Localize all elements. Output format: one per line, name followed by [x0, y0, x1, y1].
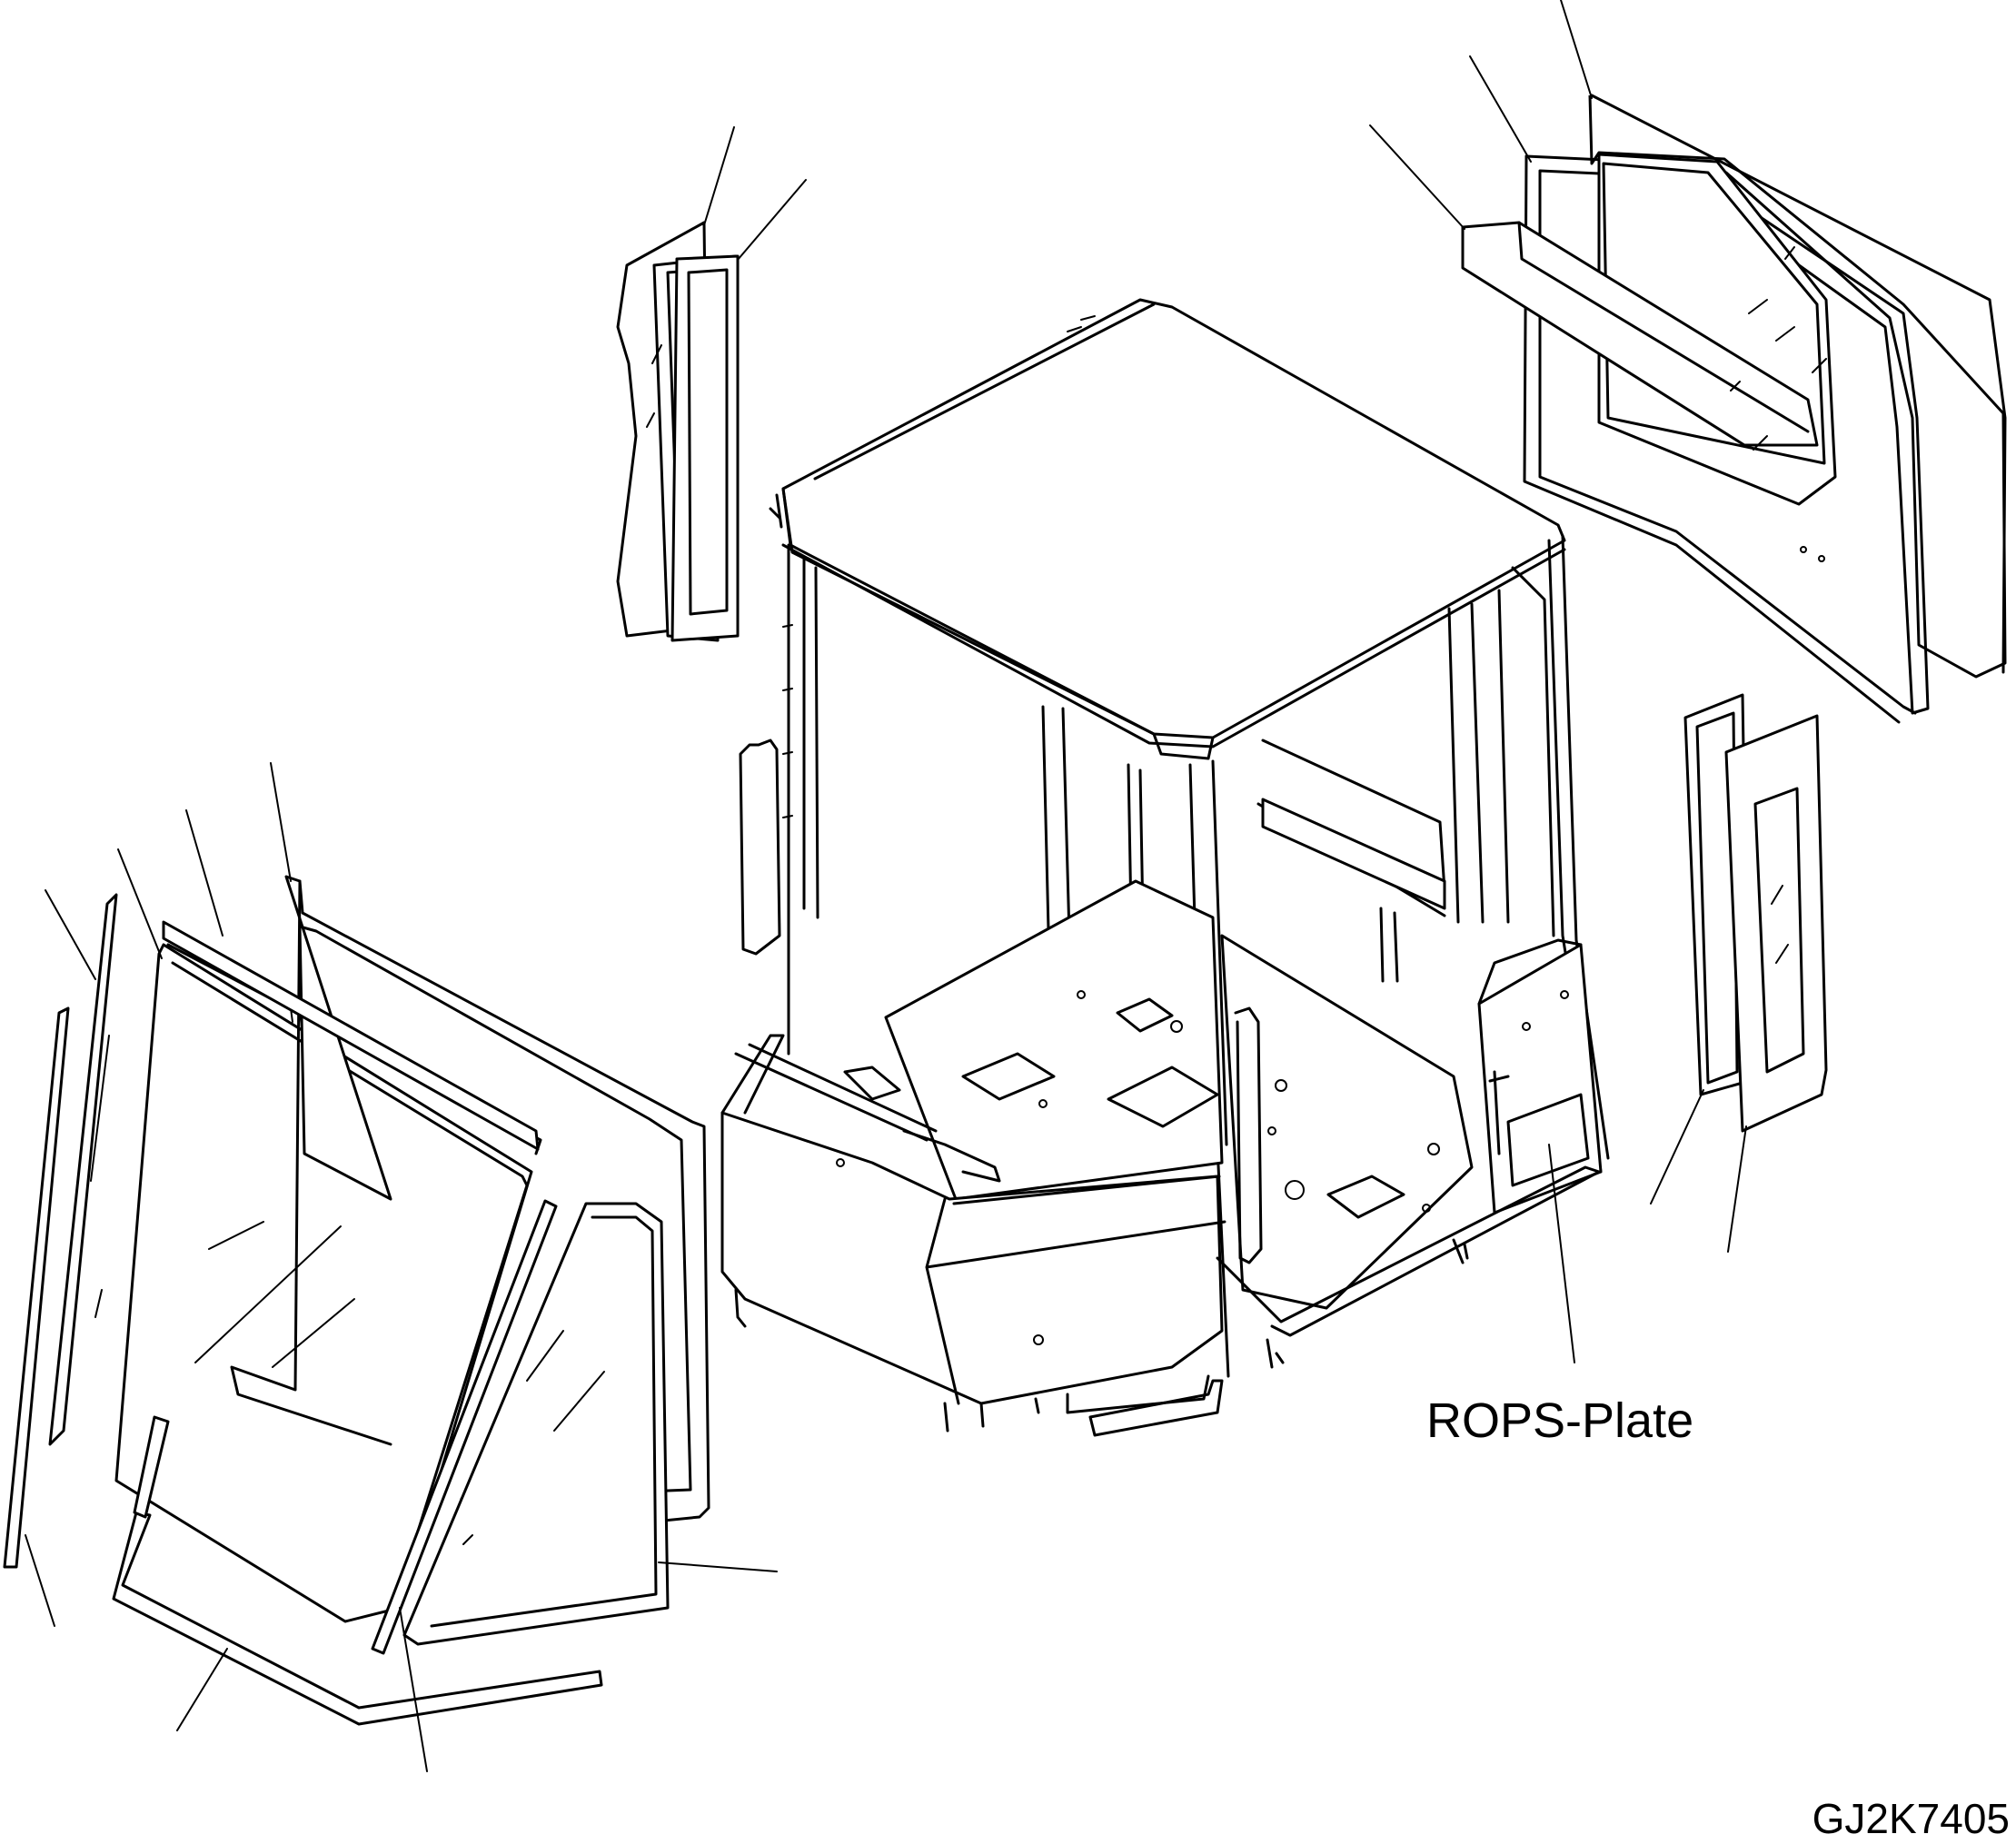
cab-interior-beams — [1256, 739, 1446, 983]
lower-seal-strip — [112, 1415, 603, 1726]
leader-lines-top-right — [1369, 0, 1593, 230]
cab-front-console — [720, 1034, 1226, 1433]
cab-rear-panel — [1477, 938, 1603, 1214]
side-window-left-top — [616, 221, 740, 642]
rear-window-glass-marks — [1730, 246, 1827, 562]
cab-door-frame — [1216, 1165, 1601, 1369]
leader-lines-left — [25, 762, 778, 1772]
cab-front-pillar-left — [769, 493, 819, 1056]
leader-lines-right — [1650, 1089, 1747, 1253]
front-glass-thin-strips — [3, 893, 118, 1569]
rear-window-bar — [1461, 221, 1819, 447]
drawing-code: GJ2K7405 — [1812, 1795, 2010, 1842]
side-window-right — [1683, 693, 1828, 1133]
front-glass-seal — [162, 875, 710, 1542]
door-glass — [371, 1199, 670, 1655]
rops-plate-label: ROPS-Plate — [1426, 1393, 1693, 1448]
cab-roof — [781, 298, 1566, 760]
rear-window-seal-top — [1523, 153, 1930, 724]
leader-lines-top-left — [703, 126, 807, 261]
cab-handrails — [739, 739, 1263, 1437]
rops-plate-leader — [1548, 1144, 1575, 1363]
cab-floor — [884, 879, 1474, 1310]
